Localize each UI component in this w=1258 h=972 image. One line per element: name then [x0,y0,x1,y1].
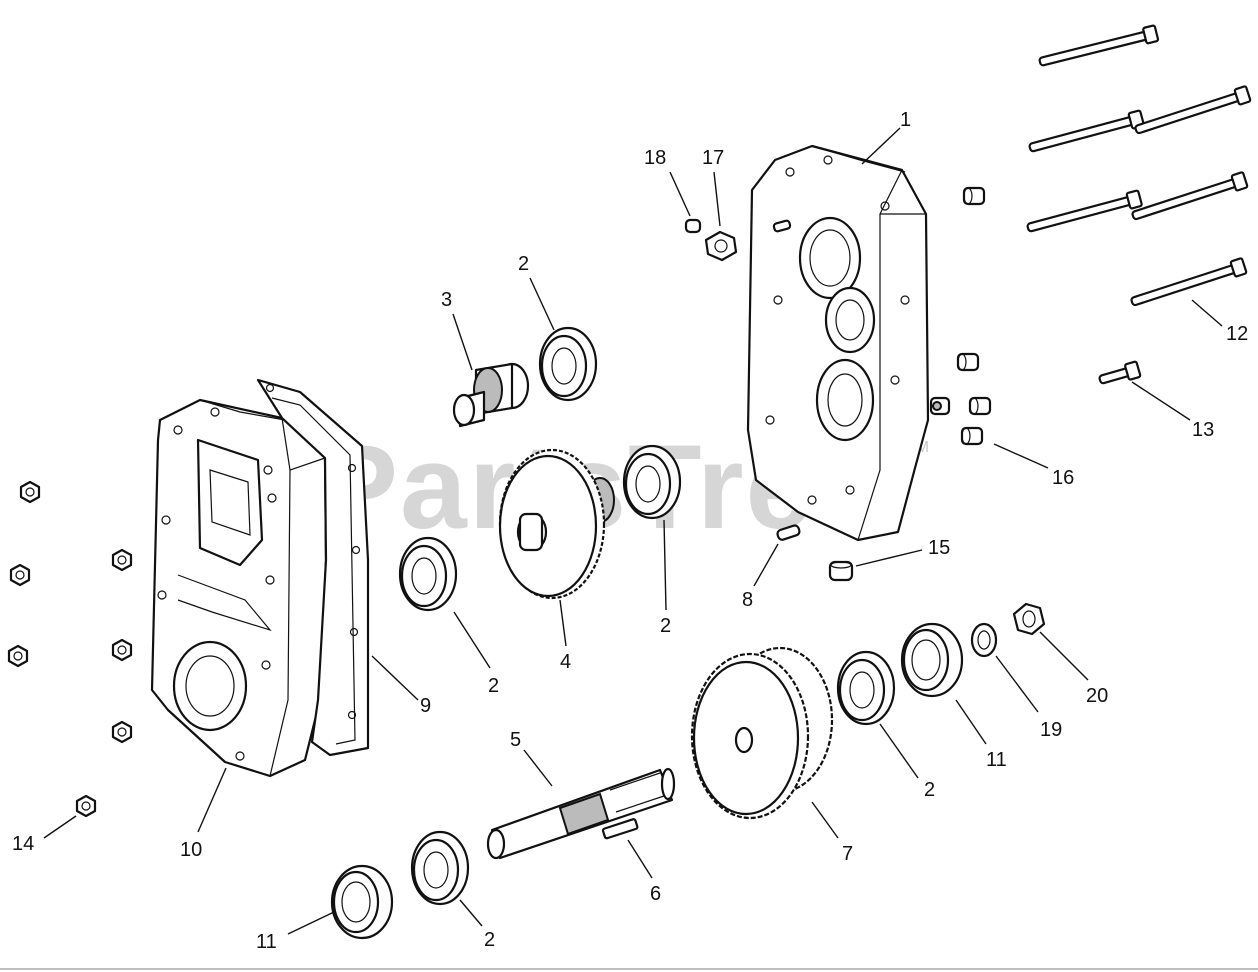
part-12-long-bolts[interactable] [1026,24,1252,309]
part-10-left-housing[interactable] [150,398,328,778]
callout-4: 4 [560,651,571,673]
part-17-fitting[interactable] [704,230,738,262]
part-1-right-housing[interactable] [746,144,930,542]
part-8-pin[interactable] [776,524,801,541]
callout-2: 2 [488,675,499,697]
callout-13: 13 [1192,419,1214,441]
callout-11: 11 [986,749,1007,771]
callouts: 1 2 2 2 2 2 3 4 5 6 7 8 9 10 11 11 12 13… [12,109,1248,953]
part-14-nuts[interactable] [7,480,133,818]
callout-17: 17 [702,147,724,169]
callout-2: 2 [484,929,495,951]
callout-14: 14 [12,833,34,855]
callout-9: 9 [420,695,431,717]
part-3-pinion[interactable] [452,362,530,428]
leader-lines [43,127,1223,935]
part-7-large-gear[interactable] [690,646,834,820]
part-4-upper-gear[interactable] [498,448,615,600]
part-2-bearings[interactable] [398,326,896,906]
callout-2: 2 [924,779,935,801]
callout-2: 2 [518,253,529,275]
part-9-gasket[interactable] [256,378,370,757]
callout-15: 15 [928,537,950,559]
part-6-key[interactable] [601,818,639,840]
part-5-shaft[interactable] [486,767,676,860]
part-19-washer[interactable] [970,622,998,658]
callout-16: 16 [1052,467,1074,489]
callout-10: 10 [180,839,202,861]
callout-11: 11 [256,931,277,953]
part-18-plug[interactable] [684,218,702,234]
callout-3: 3 [441,289,452,311]
callout-19: 19 [1040,719,1062,741]
part-15-bushing[interactable] [828,560,854,582]
callout-6: 6 [650,883,661,905]
callout-1: 1 [900,109,911,131]
callout-18: 18 [644,147,666,169]
part-11-seals[interactable] [330,622,964,940]
part-20-nut[interactable] [1012,602,1046,636]
bottom-divider [0,968,1258,970]
part-16-dowels[interactable] [929,186,992,446]
callout-12: 12 [1226,323,1248,345]
callout-2: 2 [660,615,671,637]
callout-5: 5 [510,729,521,751]
callout-7: 7 [842,843,853,865]
part-13-short-bolt[interactable] [1098,360,1142,387]
callout-8: 8 [742,589,753,611]
callout-20: 20 [1086,685,1108,707]
